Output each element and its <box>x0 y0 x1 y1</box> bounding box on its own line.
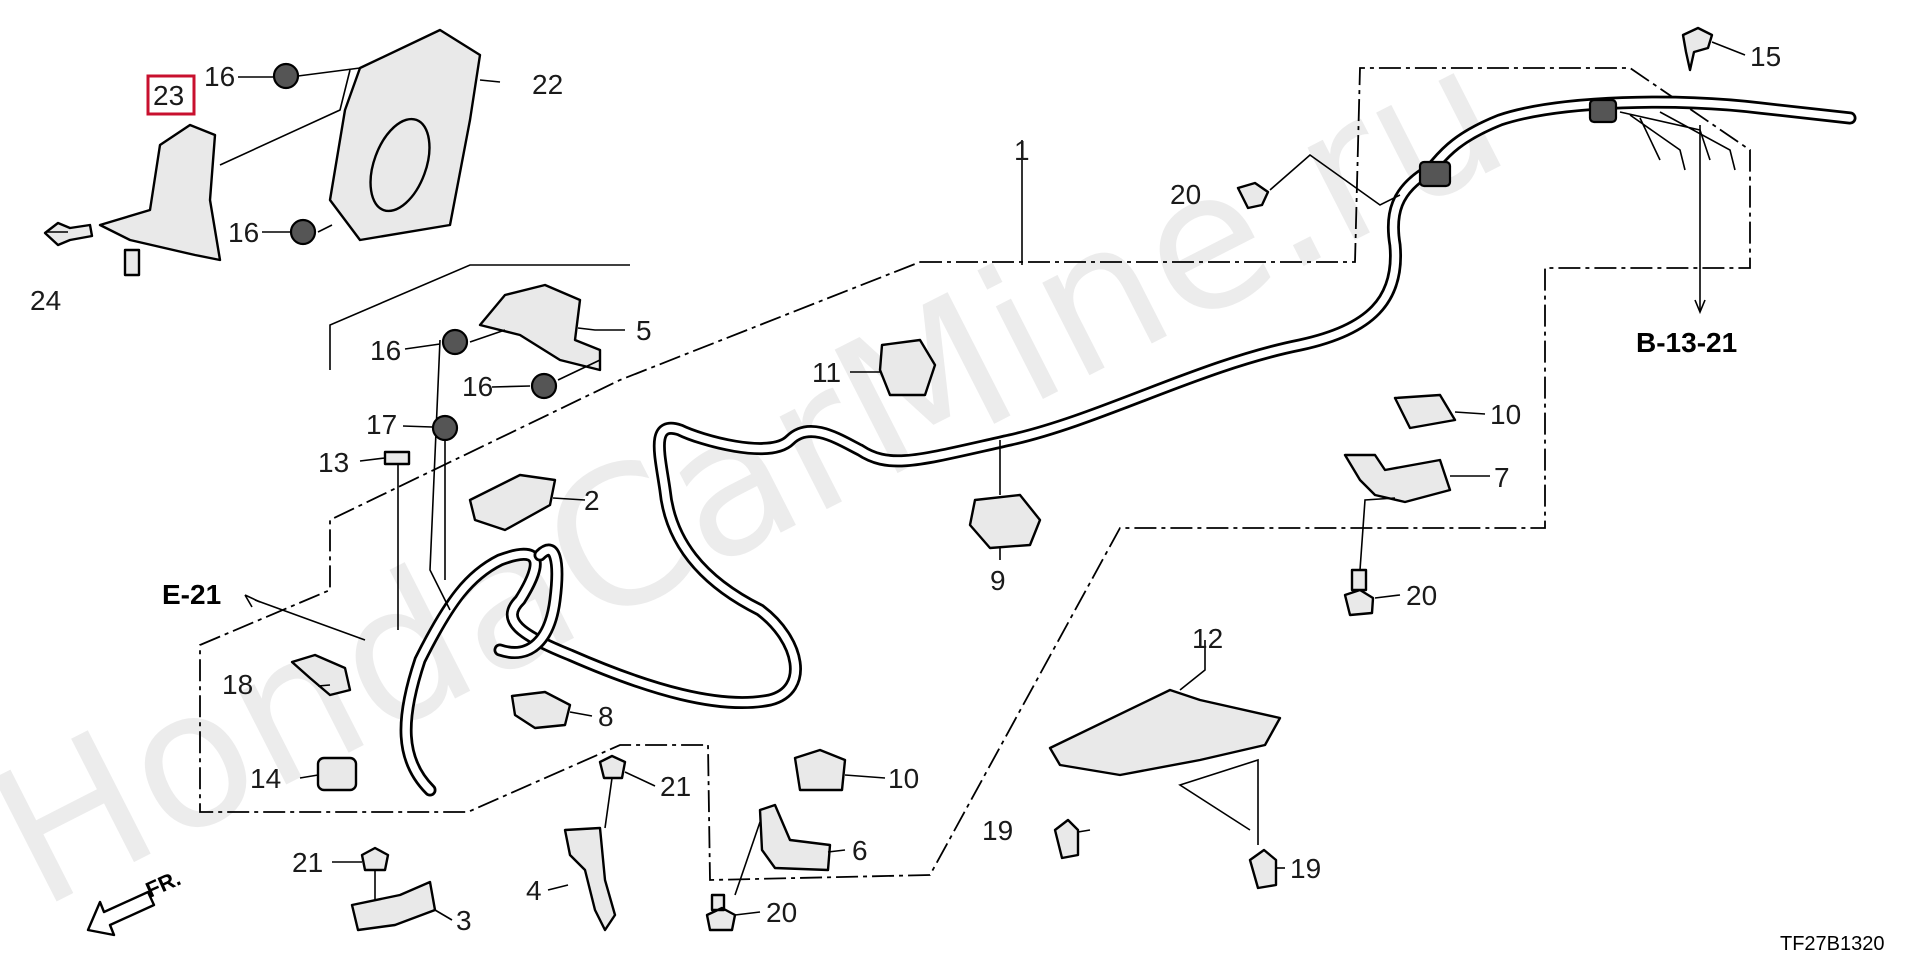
diagram-code: TF27B1320 <box>1780 933 1885 955</box>
part-11-clamp <box>878 338 937 397</box>
part-8-sensor <box>510 690 572 730</box>
part-14-connector <box>316 756 358 792</box>
part-16-nut-d <box>530 372 558 400</box>
part-7-bracket <box>1343 453 1452 504</box>
reference-b[interactable]: B-13-21 <box>1636 327 1737 358</box>
callout-15[interactable]: 15 <box>1750 41 1781 72</box>
callout-17[interactable]: 17 <box>366 409 397 440</box>
callout-1[interactable]: 1 <box>1014 135 1030 166</box>
callouts: 1 2 3 4 5 6 7 8 9 10 10 11 12 13 14 15 1… <box>30 41 1781 936</box>
leader-lines <box>46 41 1746 921</box>
callout-6[interactable]: 6 <box>852 835 868 866</box>
callout-4[interactable]: 4 <box>526 875 542 906</box>
part-4-bracket <box>563 826 617 932</box>
part-17-nut <box>431 414 459 442</box>
part-2-clip <box>468 473 557 532</box>
callout-18[interactable]: 18 <box>222 669 253 700</box>
front-arrow-icon <box>86 890 156 937</box>
part-16-nut-a <box>272 62 300 90</box>
part-20-bolt-a <box>1236 181 1270 210</box>
part-16-nut-c <box>441 328 469 356</box>
callout-16b[interactable]: 16 <box>228 217 259 248</box>
grommet-rear <box>1418 160 1452 188</box>
callout-20b[interactable]: 20 <box>1406 580 1437 611</box>
callout-16d[interactable]: 16 <box>462 371 493 402</box>
callout-11[interactable]: 11 <box>812 357 841 388</box>
callout-19b[interactable]: 19 <box>1290 853 1321 884</box>
part-24-bolt <box>43 221 94 247</box>
part-20-bolt-c <box>705 893 737 932</box>
highlight-box <box>146 74 196 116</box>
callout-13[interactable]: 13 <box>318 447 349 478</box>
callout-10a[interactable]: 10 <box>1490 399 1521 430</box>
part-12-stay <box>1048 688 1282 777</box>
part-18-clip <box>290 653 352 697</box>
part-15-bolt <box>1681 26 1714 72</box>
wire-harness <box>399 95 1857 797</box>
part-23-bracket <box>98 123 222 262</box>
callout-24[interactable]: 24 <box>30 285 61 316</box>
part-5-bracket <box>478 283 602 372</box>
group-outlines <box>199 67 1751 881</box>
part-9-clamp <box>968 493 1042 550</box>
callout-14[interactable]: 14 <box>250 763 281 794</box>
sub-bracket-outline <box>329 264 630 370</box>
part-19-bolt-a <box>1053 818 1080 860</box>
reference-e[interactable]: E-21 <box>162 579 221 610</box>
part-6-bracket <box>758 803 832 872</box>
callout-21a[interactable]: 21 <box>660 771 691 802</box>
part-20-bolt-b <box>1343 568 1375 617</box>
callout-9[interactable]: 9 <box>990 565 1006 596</box>
callout-7[interactable]: 7 <box>1494 462 1510 493</box>
callout-23[interactable]: 23 <box>153 80 184 111</box>
part-13-label <box>383 450 411 466</box>
callout-10b[interactable]: 10 <box>888 763 919 794</box>
callout-2[interactable]: 2 <box>584 485 600 516</box>
callout-8[interactable]: 8 <box>598 701 614 732</box>
callout-20c[interactable]: 20 <box>766 897 797 928</box>
callout-19a[interactable]: 19 <box>982 815 1013 846</box>
harness-ends <box>1619 111 1736 171</box>
part-21-bolt-a <box>598 754 627 780</box>
callout-3[interactable]: 3 <box>456 905 472 936</box>
part-10-clip-b <box>793 748 847 792</box>
callout-20a[interactable]: 20 <box>1170 179 1201 210</box>
parts <box>43 26 1714 932</box>
callout-21b[interactable]: 21 <box>292 847 323 878</box>
callout-5[interactable]: 5 <box>636 315 652 346</box>
part-10-clip-a <box>1393 393 1457 430</box>
callout-22[interactable]: 22 <box>532 69 563 100</box>
grommet-front <box>1588 98 1618 124</box>
part-19-bolt-b <box>1248 848 1278 890</box>
part-16-nut-b <box>289 218 317 246</box>
callout-12[interactable]: 12 <box>1192 623 1223 654</box>
part-21-bolt-b <box>360 846 390 872</box>
part-3-bracket <box>350 880 437 932</box>
callout-16a[interactable]: 16 <box>204 61 235 92</box>
callout-16c[interactable]: 16 <box>370 335 401 366</box>
